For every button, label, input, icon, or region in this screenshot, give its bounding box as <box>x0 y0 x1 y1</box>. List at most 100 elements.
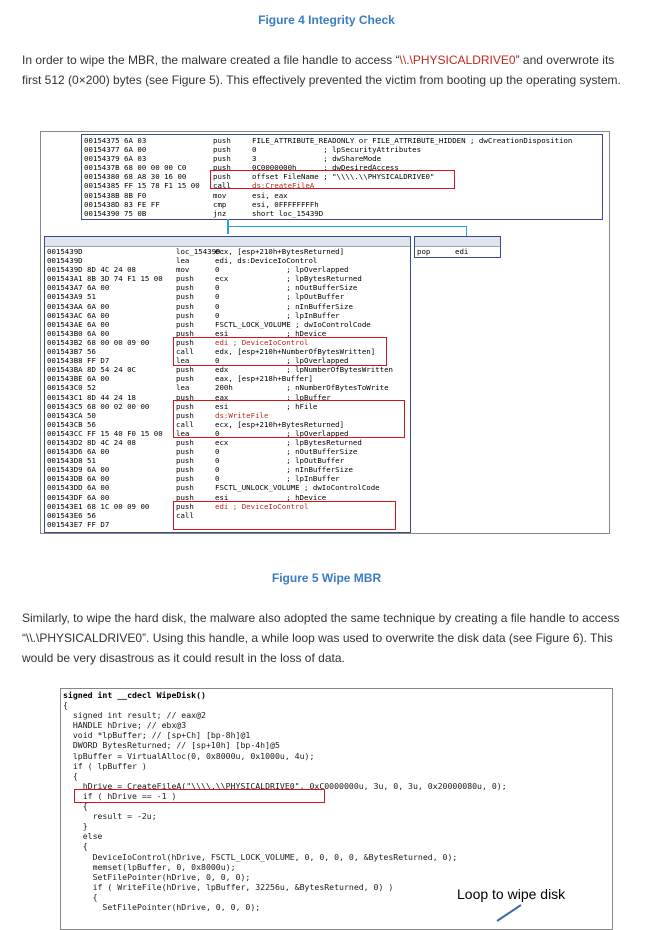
asm-address: 001543D8 51 <box>47 456 96 466</box>
pseudocode-line: { <box>63 841 88 852</box>
pseudocode-line: signed int __cdecl WipeDisk() <box>63 690 206 700</box>
asm-mnemonic: push <box>213 163 231 173</box>
pseudocode-line: signed int result; // eax@2 <box>63 710 206 721</box>
asm-mnemonic: push <box>176 283 194 293</box>
pseudocode-line: DeviceIoControl(hDrive, FSCTL_LOCK_VOLUM… <box>63 851 458 862</box>
asm-mnemonic: push <box>213 154 231 164</box>
asm-operand: esi ; hDevice <box>215 328 327 338</box>
asm-operand: 0C0000000h ; dwDesiredAccess <box>252 163 399 173</box>
asm-operand: 0 ; nInBufferSize <box>215 301 353 311</box>
pseudocode-line: if ( WriteFile(hDrive, lpBuffer, 32256u,… <box>63 881 394 892</box>
pseudocode-line: memset(lpBuffer, 0, 0x8000u); <box>63 861 236 872</box>
asm-operand: esi, 0FFFFFFFFh <box>252 199 319 209</box>
asm-operand: FILE_ATTRIBUTE_READONLY or FILE_ATTRIBUT… <box>252 136 573 145</box>
asm-address: 001543CC FF 15 40 F0 15 00 <box>47 428 163 438</box>
pseudocode-line: DWORD BytesReturned; // [sp+10h] [bp-4h]… <box>63 740 280 751</box>
asm-address: 001543A1 8B 3D 74 F1 15 00 <box>47 274 163 284</box>
asm-operand: edx, [esp+210h+NumberOfBytesWritten] <box>215 347 376 357</box>
paragraph-mbr-before: In order to wipe the MBR, the malware cr… <box>22 53 400 67</box>
figure-6-pseudocode: signed int __cdecl WipeDisk(){ signed in… <box>60 688 613 930</box>
asm-mnemonic: push <box>176 474 194 484</box>
asm-address: 001543A7 6A 00 <box>47 283 110 293</box>
pseudocode-line: { <box>63 770 78 781</box>
top-block-operands: FILE_ATTRIBUTE_READONLY or FILE_ATTRIBUT… <box>252 136 572 218</box>
asm-mnemonic: call <box>176 419 194 429</box>
asm-operand: ecx, [esp+210h+BytesReturned] <box>215 247 345 256</box>
pseudocode-line: result = -2u; <box>63 811 157 822</box>
asm-mnemonic: push <box>176 392 194 402</box>
asm-address: 001543DF 6A 00 <box>47 492 110 502</box>
asm-address: 00154390 75 0B <box>84 208 147 218</box>
asm-address: 001543E6 56 <box>47 510 96 520</box>
asm-mnemonic: push <box>176 365 194 375</box>
figure-4-caption: Figure 4 Integrity Check <box>258 13 395 27</box>
asm-address: 00154375 6A 03 <box>84 136 147 145</box>
side-block-operand: edi <box>455 247 469 256</box>
asm-address: 001543B2 68 00 00 09 00 <box>47 337 150 347</box>
pseudocode-line: if ( hDrive == -1 ) <box>63 790 177 801</box>
asm-operand: esi ; hFile <box>215 401 318 411</box>
asm-address: 001543BA 8D 54 24 0C <box>47 365 136 375</box>
asm-address: 001543E7 FF D7 <box>47 519 110 529</box>
paragraph-mbr: In order to wipe the MBR, the malware cr… <box>22 50 634 90</box>
asm-mnemonic: push <box>176 328 194 338</box>
asm-mnemonic: push <box>213 172 231 182</box>
pseudocode-line: else <box>63 831 103 842</box>
asm-mnemonic: push <box>213 145 231 155</box>
highlight-unlock-volume <box>173 501 396 530</box>
asm-mnemonic: push <box>176 456 194 466</box>
pseudocode-line: if ( lpBuffer ) <box>63 760 147 771</box>
pseudocode-line: { <box>63 700 68 711</box>
asm-operand: 200h ; nNumberOfBytesToWrite <box>215 383 389 393</box>
paragraph-mbr-after: ” and overwrote its first 512 (0×200) by… <box>22 53 621 87</box>
asm-mnemonic: mov <box>176 265 190 275</box>
asm-mnemonic: push <box>176 501 194 511</box>
pseudocode-line: { <box>63 801 88 812</box>
asm-mnemonic: push <box>176 437 194 447</box>
asm-mnemonic: push <box>176 447 194 457</box>
asm-address: 001543D6 6A 00 <box>47 447 110 457</box>
asm-address: 001543BE 6A 00 <box>47 374 110 384</box>
asm-operand: eax ; lpBuffer <box>215 392 331 402</box>
asm-address: 001543CB 56 <box>47 419 96 429</box>
disasm-side-block: pop edi <box>414 236 501 258</box>
asm-operand: 0 ; lpOverlapped <box>215 428 349 438</box>
paragraph-disk-after: ”. Using this handle, a while loop was u… <box>22 631 613 665</box>
asm-mnemonic: lea <box>176 356 190 366</box>
asm-operand: edi ; DeviceIoControl <box>215 501 309 511</box>
paragraph-disk-quote: \\.\PHYSICALDRIVE0 <box>26 631 143 645</box>
pseudocode-listing: signed int __cdecl WipeDisk(){ signed in… <box>63 690 507 912</box>
asm-address: 001543B7 56 <box>47 347 96 357</box>
asm-address: 00154377 6A 00 <box>84 145 147 155</box>
asm-operand: 0 ; lpOutBuffer <box>215 456 345 466</box>
asm-address: 0015439D 8D 4C 24 08 <box>47 265 136 275</box>
highlight-createfile <box>210 170 455 189</box>
asm-operand: short loc_15439D <box>252 208 324 218</box>
asm-operand: ds:CreateFileA <box>252 181 315 191</box>
asm-mnemonic: push <box>176 292 194 302</box>
asm-mnemonic: push <box>176 301 194 311</box>
side-block-header <box>415 237 500 247</box>
pseudocode-line: HANDLE hDrive; // ebx@3 <box>63 720 187 731</box>
asm-address: 0015438D 83 FE FF <box>84 199 160 209</box>
pseudocode-line: hDrive = CreateFileA("\\\\.\\PHYSICALDRI… <box>63 780 507 791</box>
asm-address: 001543D9 6A 00 <box>47 465 110 475</box>
loop-annotation: Loop to wipe disk <box>457 886 566 902</box>
figure-5-caption: Figure 5 Wipe MBR <box>271 571 382 585</box>
arrow-icon <box>496 904 522 922</box>
asm-operand: 0 ; lpInBuffer <box>215 474 340 484</box>
pseudocode-line: SetFilePointer(hDrive, 0, 0, 0); <box>63 901 261 912</box>
asm-mnemonic: cmp <box>213 199 227 209</box>
asm-address: 001543C1 8D 44 24 18 <box>47 392 136 402</box>
asm-mnemonic: push <box>176 374 194 384</box>
asm-operand: ecx ; lpBytesReturned <box>215 437 362 447</box>
paragraph-mbr-quote: \\.\PHYSICALDRIVE0 <box>399 53 516 67</box>
asm-address: 001543AA 6A 00 <box>47 301 110 311</box>
asm-address: 001543CA 50 <box>47 410 96 420</box>
asm-address: 001543C5 68 00 02 00 00 <box>47 401 150 411</box>
